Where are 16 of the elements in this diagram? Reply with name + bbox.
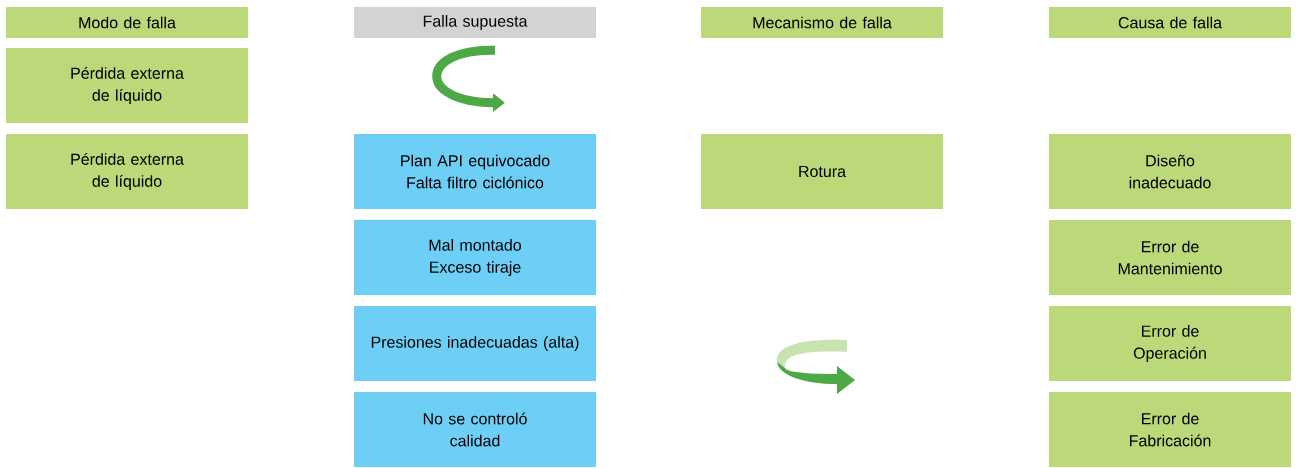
header-bar: Falla supuesta: [354, 7, 596, 38]
header-bar: Causa de falla: [1049, 7, 1291, 38]
process-box: Plan API equivocado Falta filtro ciclónico: [354, 134, 596, 209]
process-box: Pérdida externa de líquido: [6, 134, 248, 209]
process-box: Error de Fabricación: [1049, 392, 1291, 467]
header-bar: Modo de falla: [6, 7, 248, 38]
process-box: Pérdida externa de líquido: [6, 48, 248, 123]
process-box: Presiones inadecuadas (alta): [354, 306, 596, 381]
process-box: Error de Operación: [1049, 306, 1291, 381]
process-box: Error de Mantenimiento: [1049, 220, 1291, 295]
process-box: Mal montado Exceso tiraje: [354, 220, 596, 295]
curved-arrow: [777, 339, 855, 394]
header-bar: Mecanismo de falla: [701, 7, 943, 38]
process-box: No se controló calidad: [354, 392, 596, 467]
process-box: Rotura: [701, 134, 943, 209]
process-box: Diseño inadecuado: [1049, 134, 1291, 209]
